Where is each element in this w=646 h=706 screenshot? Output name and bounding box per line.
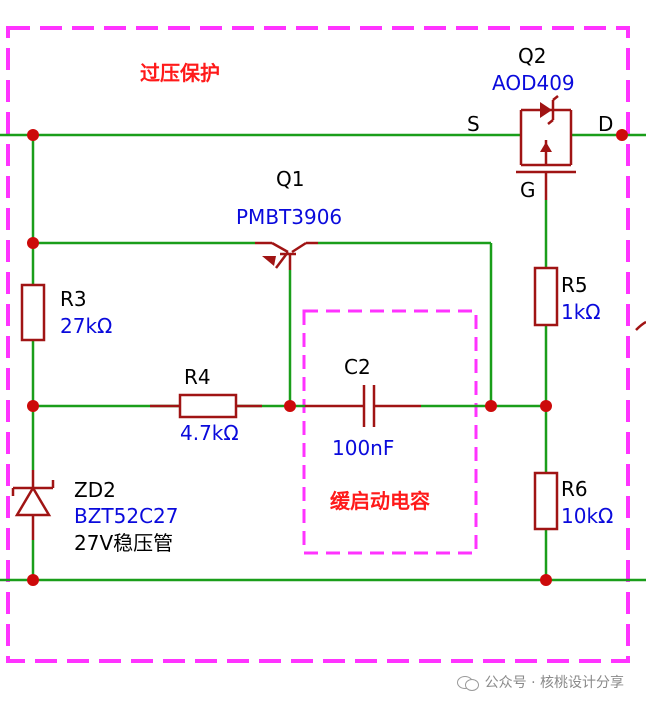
softstart-zone-label: 缓启动电容 [330, 489, 430, 513]
components [11, 95, 646, 540]
q2-value: AOD409 [492, 71, 575, 95]
r4-resistor-body [178, 393, 238, 419]
q2-pin-g: G [520, 178, 536, 202]
r6-resistor-body [533, 471, 559, 531]
q2-pin-d: D [598, 112, 613, 136]
softstart-zone-border [302, 309, 478, 555]
r4-value: 4.7kΩ [180, 421, 239, 445]
q1-ref: Q1 [276, 167, 304, 191]
overvoltage-zone-border [6, 26, 630, 663]
overvoltage-zone-label: 过压保护 [140, 61, 220, 85]
watermark-text: 公众号 · 核桃设计分享 [484, 675, 624, 691]
zd2-zener-symbol [11, 470, 55, 540]
r3-resistor-body [20, 283, 46, 342]
zd2-value: BZT52C27 [74, 504, 179, 528]
zd2-ref: ZD2 [74, 478, 116, 502]
c2-capacitor-symbol [305, 385, 421, 427]
q2-pin-s: S [467, 112, 480, 136]
r6-value: 10kΩ [561, 504, 613, 528]
zd2-note: 27V稳压管 [74, 531, 173, 555]
q1-value: PMBT3906 [236, 205, 342, 229]
q2-ref: Q2 [518, 44, 546, 68]
c2-ref: C2 [344, 355, 371, 379]
wechat-icon [456, 674, 479, 691]
junctions [27, 129, 628, 586]
q1-transistor-symbol [255, 241, 318, 270]
q2-mosfet-symbol [516, 95, 576, 200]
r6-ref: R6 [561, 477, 588, 501]
c2-value: 100nF [332, 436, 394, 460]
r5-ref: R5 [561, 273, 588, 297]
r3-value: 27kΩ [60, 314, 112, 338]
r5-resistor-body [533, 266, 559, 327]
r3-ref: R3 [60, 287, 87, 311]
r4-ref: R4 [184, 365, 211, 389]
r5-value: 1kΩ [561, 300, 601, 324]
watermark: 公众号 · 核桃设计分享 [456, 672, 624, 692]
